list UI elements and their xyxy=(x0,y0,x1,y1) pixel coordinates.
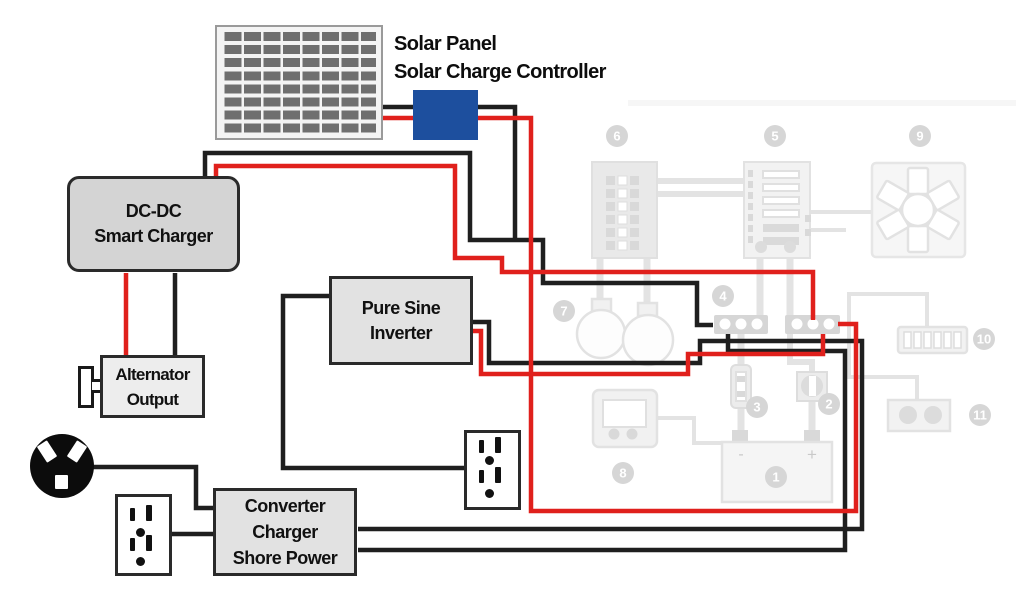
svg-text:3: 3 xyxy=(753,400,760,415)
inverter-label-line1: Pure Sine xyxy=(361,297,441,318)
outlet-ground-hole xyxy=(484,455,494,465)
alternator-label-line1: Alternator xyxy=(115,364,190,384)
wire-controller-negative xyxy=(477,104,518,242)
bus-bars-icon xyxy=(714,315,840,334)
svg-text:6: 6 xyxy=(613,129,620,144)
outlet-slot xyxy=(146,505,152,521)
pure-sine-inverter: Pure Sine Inverter xyxy=(329,276,473,365)
outlet-slot xyxy=(479,440,484,453)
wire-busbar-negative-converter-run xyxy=(358,334,848,553)
wire-inverter-positive xyxy=(473,328,826,377)
dcdc-label-line2: Smart Charger xyxy=(94,226,213,246)
svg-text:8: 8 xyxy=(619,466,626,481)
solar-panel-cells xyxy=(222,32,376,133)
svg-text:4: 4 xyxy=(719,289,727,304)
outlet-slot xyxy=(130,508,135,521)
svg-text:1: 1 xyxy=(772,470,779,485)
svg-text:9: 9 xyxy=(916,129,923,144)
svg-text:7: 7 xyxy=(560,304,567,319)
outlet-ground-hole xyxy=(135,527,145,537)
inverter-label-line2: Inverter xyxy=(369,322,433,343)
svg-text:11: 11 xyxy=(973,408,987,423)
svg-text:2: 2 xyxy=(825,397,832,412)
solar-label-line2: Solar Charge Controller xyxy=(394,61,606,83)
solar-panel xyxy=(215,25,383,140)
wire-dcdc-negative xyxy=(202,150,713,328)
dcdc-label-line1: DC-DC xyxy=(125,201,182,221)
plug-prong-right xyxy=(66,440,88,463)
dc-outlets-icon xyxy=(886,398,952,433)
component-badges: 1 2 3 4 5 6 7 8 9 10 11 xyxy=(553,125,995,488)
ac-outlet-inverter xyxy=(464,430,521,510)
inline-fuse-icon xyxy=(730,364,752,409)
light-bulbs-icon xyxy=(575,297,675,367)
solar-label-line1: Solar Panel xyxy=(394,33,497,55)
faded-wiring xyxy=(596,100,1016,445)
solar-label: Solar Panel Solar Charge Controller xyxy=(394,30,606,86)
converter-charger-shore-power: Converter Charger Shore Power xyxy=(213,488,357,576)
circuit-breaker-icon xyxy=(796,371,828,402)
svg-text:10: 10 xyxy=(977,332,991,347)
converter-label-line1: Converter xyxy=(244,496,326,516)
outlet-slot xyxy=(479,470,484,483)
alternator-label-line2: Output xyxy=(126,389,179,409)
battery-icon: - + xyxy=(720,430,834,504)
wire-controller-positive-loop xyxy=(477,115,859,514)
fuse-panel-icon xyxy=(743,161,811,259)
outlet-slot xyxy=(495,437,501,453)
alternator-shaft xyxy=(92,379,102,393)
wire-inverter-ac-outlet xyxy=(280,293,464,471)
outlet-ground-hole xyxy=(484,488,494,498)
svg-text:+: + xyxy=(807,445,817,464)
solar-charge-controller xyxy=(413,90,478,140)
svg-text:-: - xyxy=(738,446,743,463)
wire-dcdc-positive xyxy=(213,163,816,320)
wire-shore-plug-converter xyxy=(88,464,214,511)
battery-monitor-icon xyxy=(591,388,659,449)
converter-label-line2: Charger xyxy=(252,522,318,542)
alternator-output: Alternator Output xyxy=(100,355,205,418)
ac-outlet-shore xyxy=(115,494,172,576)
fuse-block-icon xyxy=(591,161,658,259)
converter-label-line3: Shore Power xyxy=(232,548,338,568)
shore-power-plug-icon xyxy=(30,434,94,498)
svg-text:5: 5 xyxy=(771,129,778,144)
dcdc-smart-charger: DC-DC Smart Charger xyxy=(67,176,240,272)
outlet-slot xyxy=(495,467,501,483)
outlet-slot xyxy=(146,535,152,551)
outlet-ground-hole xyxy=(135,556,145,566)
vent-fan-icon xyxy=(870,161,967,259)
switch-panel-icon xyxy=(896,325,969,355)
plug-prong-left xyxy=(36,440,58,463)
plug-prong-bottom xyxy=(55,475,68,489)
outlet-slot xyxy=(130,538,135,551)
